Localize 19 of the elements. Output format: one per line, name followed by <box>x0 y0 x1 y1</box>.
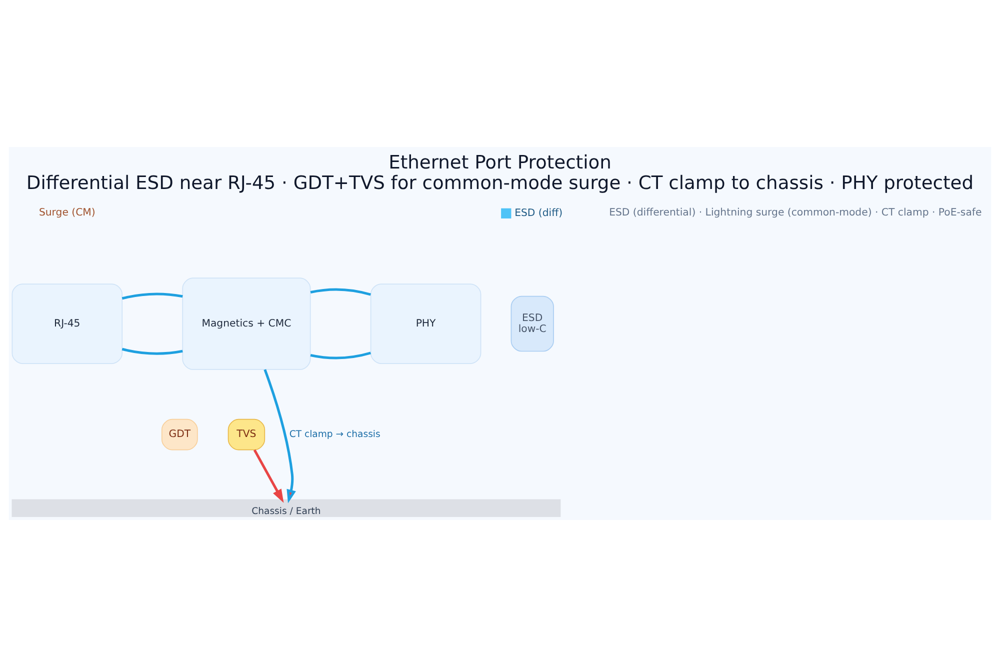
connector <box>310 352 371 360</box>
node-box: ESD low-C <box>510 296 554 352</box>
connector <box>122 292 183 300</box>
node-box: Chassis / Earth <box>12 499 561 518</box>
arrow <box>253 449 284 503</box>
node-box: PHY <box>370 284 482 364</box>
label: Surge (CM) <box>38 208 96 219</box>
diagram-title: Ethernet Port Protection <box>388 152 612 174</box>
node-box: GDT <box>161 418 198 450</box>
legend-label: ESD (diff) <box>514 208 563 220</box>
arrow <box>264 369 296 504</box>
label: ESD (differential) · Lightning surge (common-mode) · CT clamp · PoE-safe <box>609 208 982 219</box>
node-box: Magnetics + CMC <box>182 278 311 370</box>
caption: Differential ESD near RJ-45 · GDT+TVS for common-mode surge · CT clamp to chassis · PHY protected <box>26 172 974 194</box>
node-box: RJ-45 <box>12 284 123 364</box>
connector <box>310 288 371 296</box>
node-box: TVS <box>228 418 266 450</box>
edge-label: CT clamp → chassis <box>289 428 380 440</box>
connector <box>122 348 183 355</box>
